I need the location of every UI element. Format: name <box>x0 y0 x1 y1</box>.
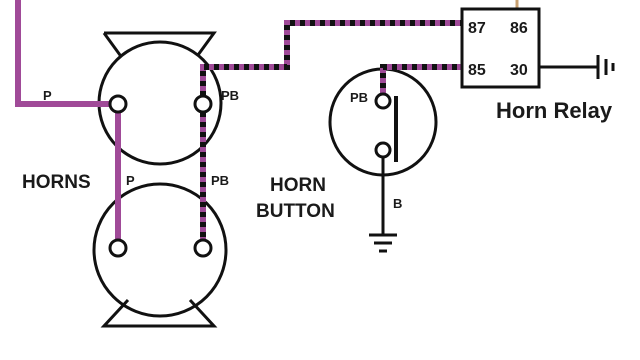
horn-button-label-line2: BUTTON <box>256 201 335 222</box>
horn-button-terminal-pb <box>374 92 392 110</box>
relay-pin-30: 30 <box>510 62 528 79</box>
pb-wire-label-top: PB <box>221 88 239 103</box>
horns-label: HORNS <box>22 172 91 193</box>
p-wire-label-link: P <box>126 173 135 188</box>
horns-assembly <box>92 31 228 328</box>
relay-title: Horn Relay <box>496 98 613 123</box>
bottom-horn-terminal-p <box>108 238 128 258</box>
top-horn-terminal-p <box>108 94 128 114</box>
relay-pin-86: 86 <box>510 20 528 37</box>
relay-box <box>460 7 541 89</box>
p-wire-label-top: P <box>43 88 52 103</box>
pb-wire-to-relay-87-stripe <box>200 20 462 96</box>
bottom-horn-terminal-pb <box>193 238 213 258</box>
p-wire-feed <box>15 0 110 107</box>
battery-ground-icon <box>596 55 615 79</box>
ground-icon <box>369 233 397 253</box>
ground-wire-label: B <box>393 196 402 211</box>
pb-wire-to-relay-85-stripe <box>380 64 462 98</box>
bottom-horn-body <box>92 182 228 318</box>
horn-button-terminal-ground <box>374 141 392 159</box>
pb-wire-to-relay-87 <box>200 20 462 96</box>
relay-pin-87: 87 <box>468 20 486 37</box>
bottom-horn-bell <box>100 298 218 328</box>
pb-wire-label-link: PB <box>211 173 229 188</box>
horn-button-pb-label: PB <box>350 90 368 105</box>
top-horn-terminal-pb <box>193 94 213 114</box>
horn-button-label-line1: HORN <box>270 175 326 196</box>
relay-pin-85: 85 <box>468 62 486 79</box>
